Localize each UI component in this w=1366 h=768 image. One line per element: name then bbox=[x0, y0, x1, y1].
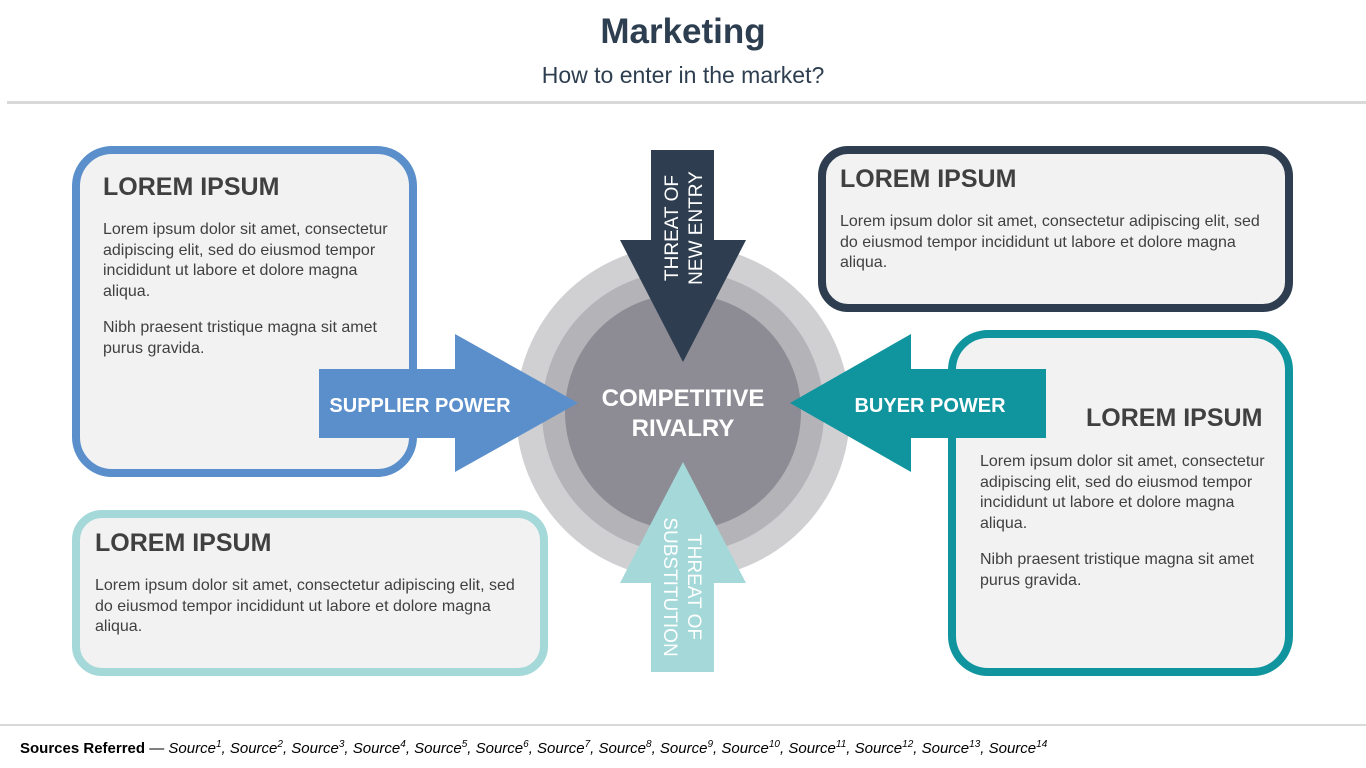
source-item: Source14 bbox=[988, 739, 1048, 757]
source-item: Source7 bbox=[537, 739, 591, 757]
box-bottom-left-heading: LOREM IPSUM bbox=[95, 529, 272, 557]
box-top-right-para1: Lorem ipsum dolor sit amet, consectetur … bbox=[840, 213, 1260, 271]
box-bottom-left-para1: Lorem ipsum dolor sit amet, consectetur … bbox=[95, 577, 515, 635]
source-item: Source3 bbox=[291, 739, 345, 757]
sources-list: Source1, Source2, Source3, Source4, Sour… bbox=[168, 739, 1048, 757]
box-top-right bbox=[818, 146, 1293, 312]
footer-divider bbox=[0, 724, 1366, 726]
box-top-right-body: Lorem ipsum dolor sit amet, consectetur … bbox=[840, 212, 1270, 274]
source-item: Source12 bbox=[854, 739, 914, 757]
box-bottom-right-para2: Nibh praesent tristique magna sit amet p… bbox=[980, 551, 1254, 589]
source-item: Source2 bbox=[229, 739, 283, 757]
source-item: Source1 bbox=[168, 739, 222, 757]
box-bottom-left bbox=[72, 510, 548, 676]
source-item: Source13 bbox=[921, 739, 981, 757]
box-top-left-heading: LOREM IPSUM bbox=[103, 173, 280, 201]
center-label-line2: RIVALRY bbox=[632, 415, 735, 442]
source-item: Source11 bbox=[788, 739, 847, 757]
header-divider bbox=[7, 101, 1366, 104]
buyer-power-label: BUYER POWER bbox=[854, 395, 1006, 417]
page-subtitle: How to enter in the market? bbox=[541, 62, 825, 88]
sources-footer: Sources Referred — Source1, Source2, Sou… bbox=[20, 739, 1047, 757]
box-bottom-left-body: Lorem ipsum dolor sit amet, consectetur … bbox=[95, 576, 525, 638]
sources-dash: — bbox=[145, 740, 169, 757]
arrow-threat-substitution bbox=[620, 462, 746, 672]
sources-label: Sources Referred bbox=[20, 740, 146, 757]
box-bottom-right-para1: Lorem ipsum dolor sit amet, consectetur … bbox=[980, 453, 1265, 532]
box-bottom-right-body: Lorem ipsum dolor sit amet, consectetur … bbox=[980, 452, 1270, 591]
source-item: Source5 bbox=[414, 739, 468, 757]
source-item: Source4 bbox=[352, 739, 406, 757]
arrow-threat-new-entry bbox=[620, 150, 746, 362]
box-top-left-para2: Nibh praesent tristique magna sit amet p… bbox=[103, 319, 377, 357]
box-top-right-heading: LOREM IPSUM bbox=[840, 165, 1017, 193]
source-item: Source8 bbox=[598, 739, 652, 757]
center-circle bbox=[565, 294, 801, 530]
box-top-left-para1: Lorem ipsum dolor sit amet, consectetur … bbox=[103, 221, 388, 300]
source-item: Source10 bbox=[721, 739, 780, 757]
threat-new-entry-line1: THREAT OF bbox=[662, 175, 683, 281]
box-bottom-right-heading: LOREM IPSUM bbox=[1086, 404, 1263, 432]
threat-substitution-line1: THREAT OF bbox=[683, 534, 704, 640]
arrow-supplier-power bbox=[319, 334, 578, 472]
source-item: Source6 bbox=[475, 739, 529, 757]
supplier-power-label: SUPPLIER POWER bbox=[329, 395, 511, 417]
arrow-buyer-power bbox=[790, 334, 1046, 472]
page-title: Marketing bbox=[600, 12, 766, 51]
source-item: Source9 bbox=[659, 739, 713, 757]
box-top-left-body: Lorem ipsum dolor sit amet, consectetur … bbox=[103, 220, 393, 359]
threat-substitution-line2: SUBSTITUTION bbox=[659, 517, 680, 656]
threat-new-entry-line2: NEW ENTRY bbox=[686, 171, 707, 285]
center-label-line1: COMPETITIVE bbox=[602, 385, 765, 412]
